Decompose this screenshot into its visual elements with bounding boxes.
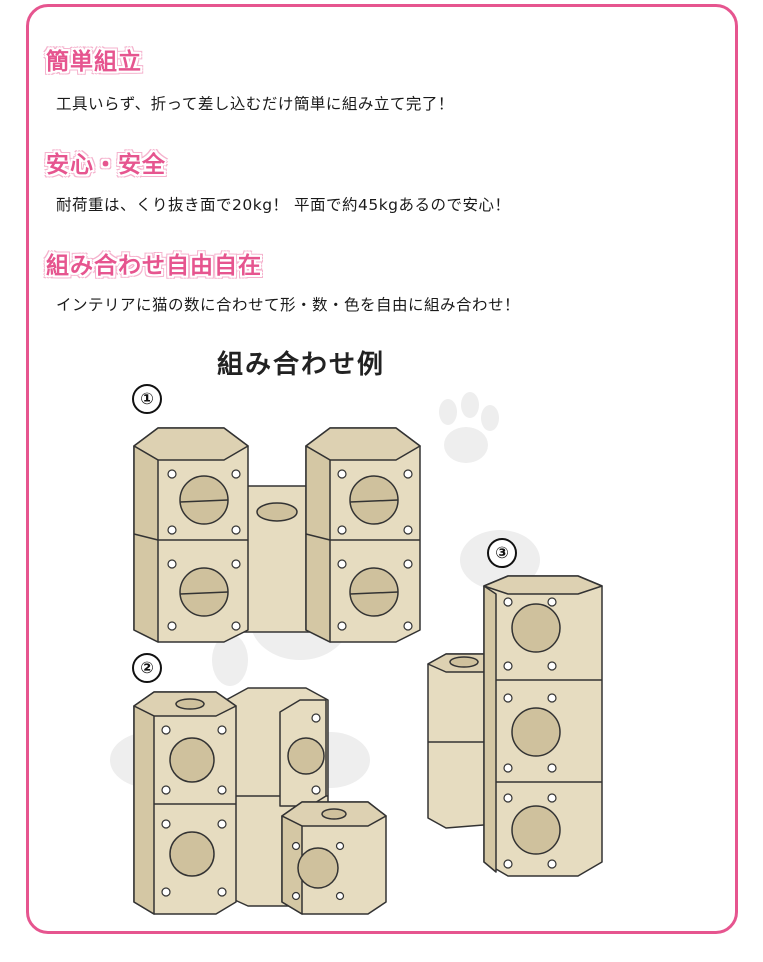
heading-easy-assembly: 簡単組立 (46, 49, 142, 75)
text-easy-assembly: 工具いらず、折って差し込むだけ簡単に組み立て完了！ (56, 95, 454, 113)
combination-example-1 (133, 427, 421, 643)
pink-frame (26, 4, 738, 934)
combination-example-2 (133, 687, 387, 915)
example-number-2: ② (132, 653, 162, 683)
example-number-1: ① (132, 384, 162, 414)
heading-safety: 安心・安全 (46, 152, 166, 178)
text-safety: 耐荷重は、くり抜き面で20kg！ 平面で約45kgあるので安心！ (56, 196, 511, 214)
example-title: 組み合わせ例 (217, 350, 386, 380)
combination-example-3 (427, 575, 603, 877)
example-number-3: ③ (487, 538, 517, 568)
heading-free-combination: 組み合わせ自由自在 (46, 253, 262, 279)
text-free-combination: インテリアに猫の数に合わせて形・数・色を自由に組み合わせ！ (56, 296, 521, 314)
